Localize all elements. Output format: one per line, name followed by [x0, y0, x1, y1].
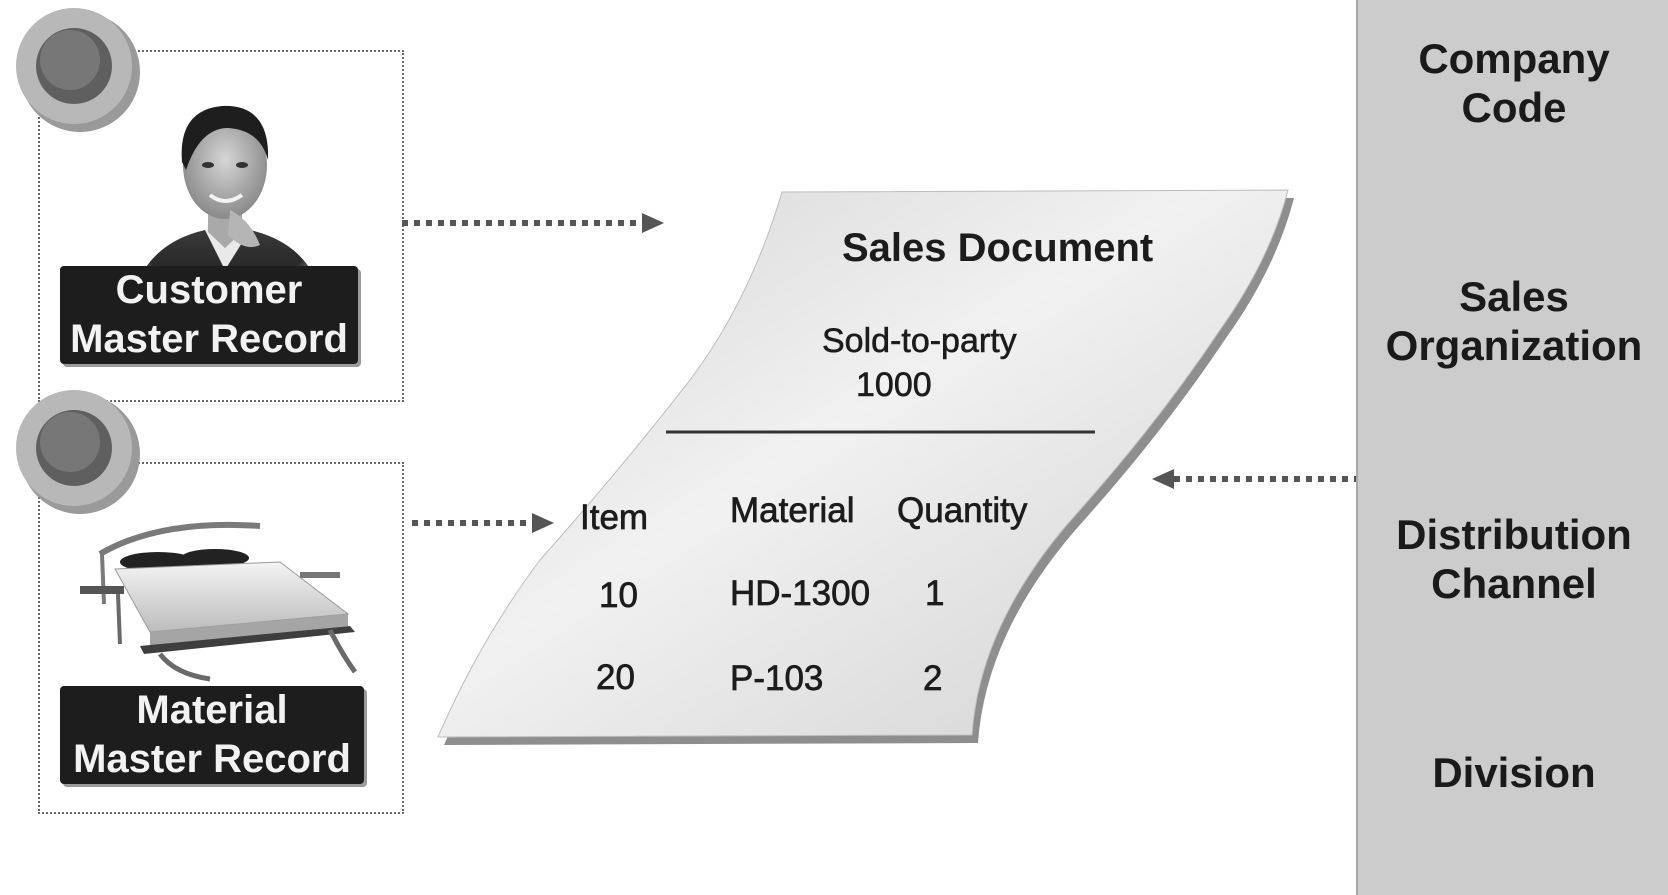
material-record-box: Material Master Record	[38, 462, 404, 814]
org-unit-line1: Sales	[1459, 273, 1569, 320]
org-unit-line1: Company	[1418, 35, 1610, 82]
sold-to-party-value: 1000	[856, 366, 932, 405]
bed-product-image	[80, 521, 358, 682]
org-unit-line2: Channel	[1431, 560, 1597, 607]
material-label-line2: Master Record	[73, 737, 351, 781]
org-unit-line1: Distribution	[1396, 511, 1632, 558]
customer-label-line1: Customer	[115, 268, 303, 312]
organizational-units-panel: Company Code Sales Organization Distribu…	[1356, 0, 1668, 895]
customer-record-box: Customer Master Record	[38, 50, 404, 402]
org-unit-line1: Division	[1432, 749, 1596, 796]
org-to-document-arrow	[1152, 469, 1356, 489]
column-header-quantity: Quantity	[897, 491, 1028, 531]
sales-document-title: Sales Document	[842, 226, 1154, 270]
column-header-item: Item	[580, 498, 649, 538]
org-unit-company-code: Company Code	[1358, 34, 1668, 132]
row-item-cell: 20	[596, 658, 636, 698]
row-material-cell: HD-1300	[730, 574, 871, 614]
row-item-cell: 10	[599, 576, 639, 616]
column-header-material: Material	[730, 491, 855, 531]
org-unit-distribution-channel: Distribution Channel	[1358, 510, 1668, 608]
sales-document-sheet	[437, 189, 1294, 745]
material-label-line1: Material	[136, 688, 288, 732]
org-unit-division: Division	[1358, 748, 1668, 797]
org-unit-sales-organization: Sales Organization	[1358, 272, 1668, 370]
material-record-badge-icon	[16, 390, 140, 514]
org-unit-line2: Organization	[1385, 322, 1643, 369]
customer-record-label: Customer Master Record	[60, 266, 358, 364]
row-quantity-cell: 1	[925, 574, 945, 614]
row-material-cell: P-103	[730, 659, 824, 699]
sold-to-party-label: Sold-to-party	[822, 322, 1017, 361]
org-unit-line2: Code	[1461, 84, 1567, 131]
material-record-label: Material Master Record	[60, 686, 364, 784]
row-quantity-cell: 2	[923, 659, 943, 699]
material-to-document-arrow	[412, 513, 554, 533]
customer-record-badge-icon	[16, 8, 140, 132]
customer-label-line2: Master Record	[70, 317, 348, 361]
customer-to-document-arrow	[402, 213, 664, 233]
